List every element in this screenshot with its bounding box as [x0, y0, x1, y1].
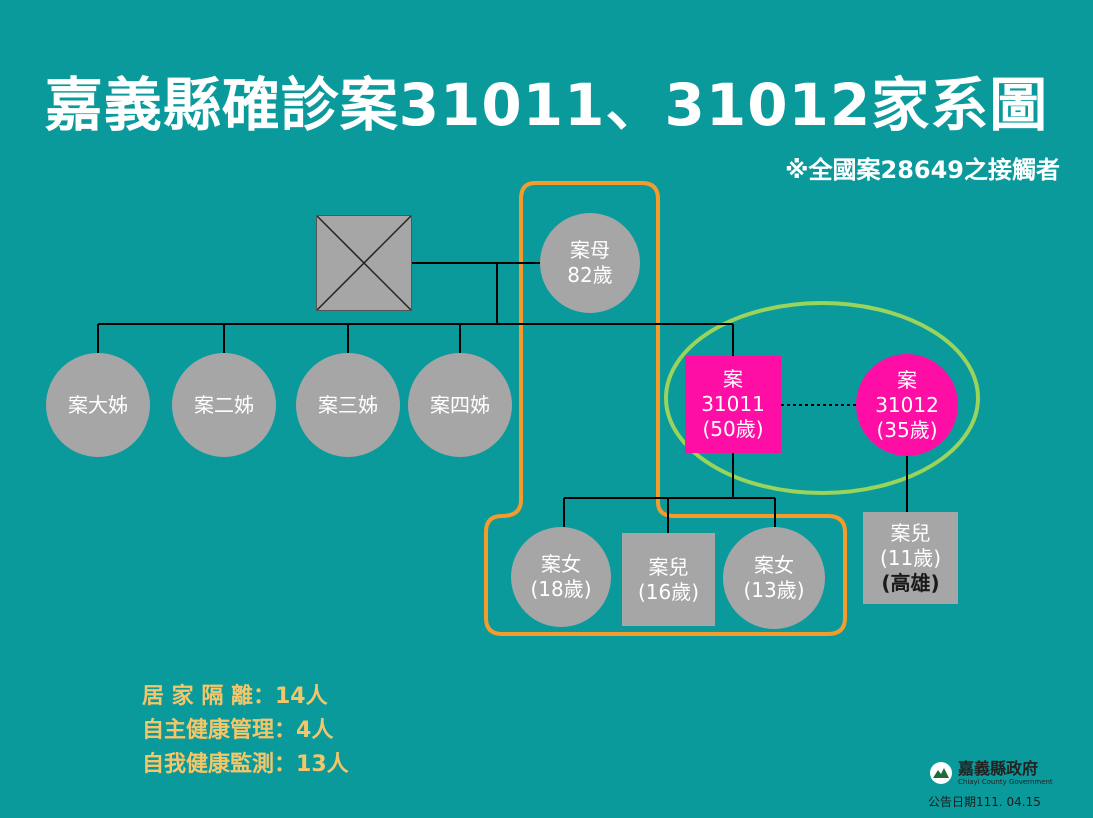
stat-label: 自我健康監測: [142, 752, 275, 777]
mother-node: 案母 82歲: [540, 213, 640, 313]
sister-node-1: 案大姊: [46, 353, 150, 457]
stat-row: 自我健康監測：13人: [142, 752, 349, 777]
daughter-2-age: (13歲): [743, 578, 805, 602]
son-1-age: (16歲): [637, 579, 700, 604]
stat-value: 13人: [296, 752, 349, 777]
stat-label: 自主健康管理: [142, 718, 275, 743]
mother-age: 82歲: [567, 263, 613, 287]
sister-name-3: 案三姊: [318, 392, 378, 417]
page-title: 嘉義縣確診案31011、31012家系圖: [44, 71, 1049, 139]
case-31011-node: 案 31011 (50歲): [685, 356, 781, 453]
cross-icon: [317, 216, 411, 310]
sister-name-1: 案大姊: [68, 392, 128, 417]
case-31012-label: 案: [897, 367, 917, 392]
daughter-1-name: 案女: [541, 552, 581, 576]
daughter-1-age: (18歲): [530, 577, 592, 601]
deceased-father-node: [316, 215, 412, 311]
logo-name-en: Chiayi County Government: [958, 778, 1053, 786]
case-31011-id: 31011: [701, 392, 765, 416]
page-subtitle: ※全國案28649之接觸者: [785, 156, 1060, 184]
green-highlight-ellipse: [664, 301, 980, 495]
daughter-node-1: 案女 (18歲): [511, 527, 611, 627]
son-node-1: 案兒 (16歲): [622, 533, 715, 626]
case-31011-label: 案: [723, 367, 743, 391]
mother-name: 案母: [570, 238, 610, 262]
daughter-2-name: 案女: [754, 553, 794, 577]
orange-highlight-outline: [484, 181, 847, 636]
son-1-name: 案兒: [648, 554, 689, 579]
sister-node-4: 案四姊: [408, 353, 512, 457]
quarantine-stats: 居 家 隔 離：14人 自主健康管理：4人 自我健康監測：13人: [142, 680, 349, 782]
case-31012-age: (35歲): [876, 417, 938, 442]
stat-value: 14人: [275, 684, 328, 709]
daughter-node-2: 案女 (13歲): [723, 527, 825, 629]
case-31011-age: (50歲): [702, 417, 764, 441]
stat-value: 4人: [296, 718, 334, 743]
son-node-2: 案兒 (11歲) (高雄): [863, 512, 958, 604]
son-2-age: (11歲): [879, 545, 942, 570]
county-emblem-icon: [930, 762, 952, 784]
stat-row: 自主健康管理：4人: [142, 718, 334, 743]
logo-name-zh: 嘉義縣政府: [958, 759, 1039, 778]
case-31012-id: 31012: [875, 392, 939, 417]
government-logo: 嘉義縣政府 Chiayi County Government: [930, 760, 1053, 786]
stat-row: 居 家 隔 離：14人: [142, 684, 328, 709]
son-2-name: 案兒: [890, 520, 931, 545]
sister-node-3: 案三姊: [296, 353, 400, 457]
announcement-date: 公告日期111. 04.15: [928, 795, 1041, 809]
sister-name-2: 案二姊: [194, 392, 254, 417]
sister-name-4: 案四姊: [430, 392, 490, 417]
son-2-location: (高雄): [881, 570, 940, 595]
sister-node-2: 案二姊: [172, 353, 276, 457]
logo-texts: 嘉義縣政府 Chiayi County Government: [958, 759, 1053, 787]
stat-label: 居 家 隔 離: [142, 684, 253, 709]
case-31012-node: 案 31012 (35歲): [856, 354, 958, 456]
